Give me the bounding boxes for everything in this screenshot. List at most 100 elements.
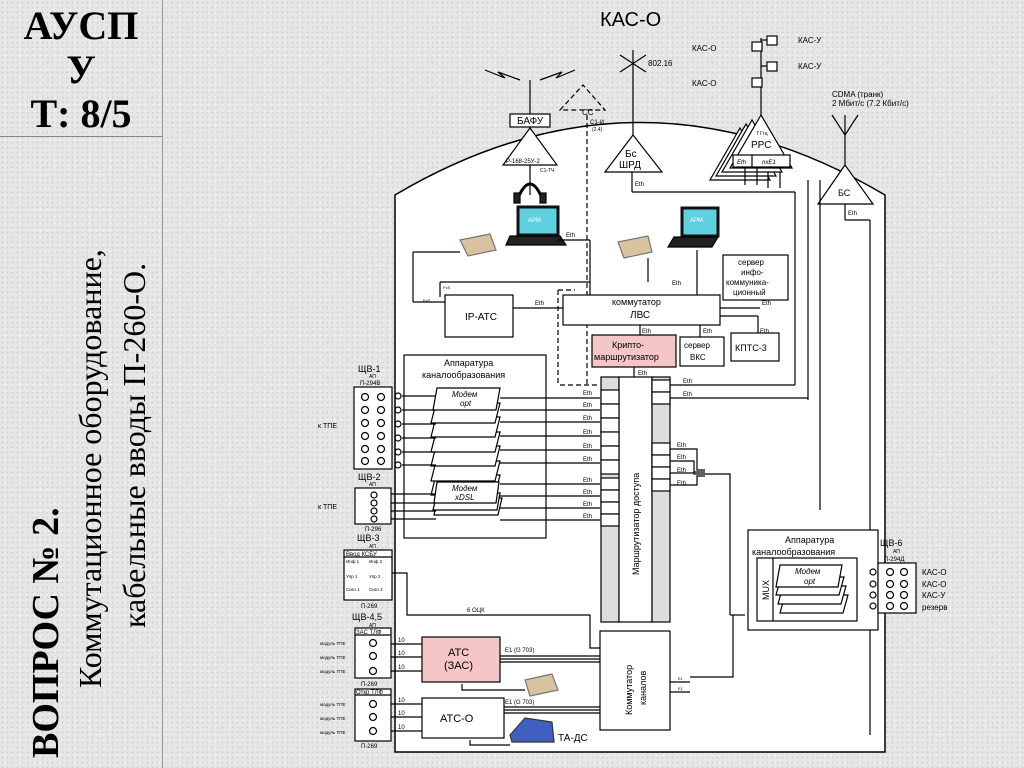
diagram-label: Eth: [677, 468, 686, 474]
shv3-panel: [343, 549, 393, 601]
eth-links-right: [670, 448, 745, 616]
diagram-label: Упр 2: [369, 574, 381, 579]
eth-links: [390, 395, 600, 521]
phone-icon: [524, 673, 559, 697]
diagram-label: РРС: [751, 140, 771, 151]
trunk-lines: [391, 615, 734, 746]
kas-links: [751, 35, 778, 115]
diagram-label: к ТПЕ: [318, 423, 337, 430]
phone-icon: [459, 233, 497, 257]
diagram-label: Сигн 2: [369, 587, 383, 592]
diagram-label: Модем: [452, 390, 478, 399]
channel-switch-box: [599, 630, 671, 731]
laptop-icon: [505, 205, 568, 246]
diagram-label: КАС-О: [692, 79, 716, 88]
diagram-label: 10: [398, 711, 405, 717]
diagram-label: Маршрутизатор доступа: [631, 473, 641, 575]
diagram-label: ТА-ДС: [558, 733, 588, 744]
diagram-label: 10: [398, 725, 405, 731]
diagram-label: Eth: [677, 455, 686, 461]
diagram-label: КАС-У: [798, 62, 822, 71]
diagram-label: 10: [398, 651, 405, 657]
diagram-label: Крипто-: [612, 340, 644, 350]
sidebar: АУСП У Т: 8/5 ВОПРОС № 2. Коммутационное…: [0, 0, 163, 768]
radio-wave-icon: [484, 69, 521, 81]
rrs-station: [708, 113, 794, 181]
diagram-label: Eth: [683, 379, 692, 385]
diagram-label: маршрутизатор: [594, 352, 659, 362]
diagram-label: Eth: [683, 392, 692, 398]
diagram-label: АРМ: [690, 218, 703, 224]
diagram-label: ЛВС: [630, 310, 650, 321]
diagram-label: Аппаратура: [444, 358, 493, 368]
diagram-title: КАС-О: [600, 9, 661, 31]
diagram-label: каналообразования: [752, 547, 835, 557]
diagram-label: Eth: [583, 416, 592, 422]
modem-xdsl-stack: [432, 481, 503, 516]
diagram-label: MUX: [761, 580, 771, 600]
diagram-label: 802.16: [648, 59, 673, 68]
desk-phone-icon: [509, 717, 555, 743]
diagram-label: opt: [460, 399, 472, 408]
access-router: [600, 376, 671, 623]
ip-ats-box: [444, 294, 514, 338]
shv6-panel: [877, 562, 917, 614]
diagram-label: Eth: [583, 502, 592, 508]
diagram-label: ционный: [733, 288, 766, 297]
slide-title: АУСП У Т: 8/5: [0, 0, 162, 137]
title-line-1: АУСП: [23, 3, 139, 48]
cc-antenna: [558, 84, 607, 386]
diagram-label: Eth: [635, 182, 644, 188]
diagram-label: Eth: [566, 233, 575, 239]
diagram-label: ЩВ-3: [357, 533, 379, 543]
diagram-label: 2 Мбит/с (7.2 Кбит/с): [832, 99, 909, 108]
diagram-label: Упр 1: [346, 574, 358, 579]
diagram-label: Eth: [583, 403, 592, 409]
diagram-label: Eth: [677, 481, 686, 487]
diagram-label: КАС-У: [922, 591, 946, 600]
ats-o-box: [421, 697, 505, 739]
diagram-label: Eth: [535, 301, 544, 307]
diagram-label: КАС-О: [922, 568, 946, 577]
diagram-label: АП: [369, 482, 376, 488]
diagram-label: модуль ТПЕ: [320, 641, 345, 646]
info-server-box: [722, 254, 789, 301]
diagram-label: Ввод КСБУ: [346, 552, 377, 558]
diagram-label: Eth: [737, 160, 747, 166]
diagram-label: Сигн 1: [346, 587, 360, 592]
diagram-label: сервер: [684, 341, 711, 350]
diagram-label: КАС-О: [692, 44, 716, 53]
diagram-label: П-294Д: [884, 557, 904, 563]
radio-wave-icon: [539, 69, 576, 81]
diagram-label: АТС-О: [440, 713, 474, 725]
wimax-antenna: [603, 50, 664, 173]
diagram-label: модуль ТПЕ: [320, 669, 345, 674]
laptop-icon: [666, 206, 720, 248]
diagram-label: CDMA (транк): [832, 90, 883, 99]
diagram-label: С1-ТЧ: [540, 168, 554, 174]
diagram-label: Eth: [583, 514, 592, 520]
diagram-label: Eth: [583, 457, 592, 463]
diagram-label: БАФУ: [517, 116, 544, 127]
diagram-label: Р-168-25У-2: [506, 159, 540, 165]
diagram-label: Аппаратура: [785, 535, 834, 545]
diagram-label: АТС: [448, 647, 469, 659]
diagram-label: ЩВ-4,5: [352, 612, 382, 622]
diagram-label: Инф 2: [369, 559, 383, 564]
diagram-label: БС: [838, 188, 851, 198]
diagram-label: Eth: [638, 371, 647, 377]
diagram-label: сервер: [738, 258, 765, 267]
diagram-label: Модем: [452, 484, 478, 493]
diagram-label: xDSL: [454, 493, 475, 502]
diagram-label: Инф 1: [346, 559, 360, 564]
shv1-ports: [360, 392, 402, 469]
shv1-panel: [353, 386, 393, 470]
title-line-2: У: [66, 47, 96, 92]
wires: [412, 165, 871, 735]
shv2-ports: [370, 491, 378, 523]
diagram-label: АП: [369, 374, 376, 380]
diagram-label: Откр ТЛФ: [356, 690, 383, 696]
diagram-label: резерв: [922, 603, 947, 612]
diagram-label: П-294В: [360, 381, 380, 387]
lan-switch-box: [562, 294, 721, 326]
